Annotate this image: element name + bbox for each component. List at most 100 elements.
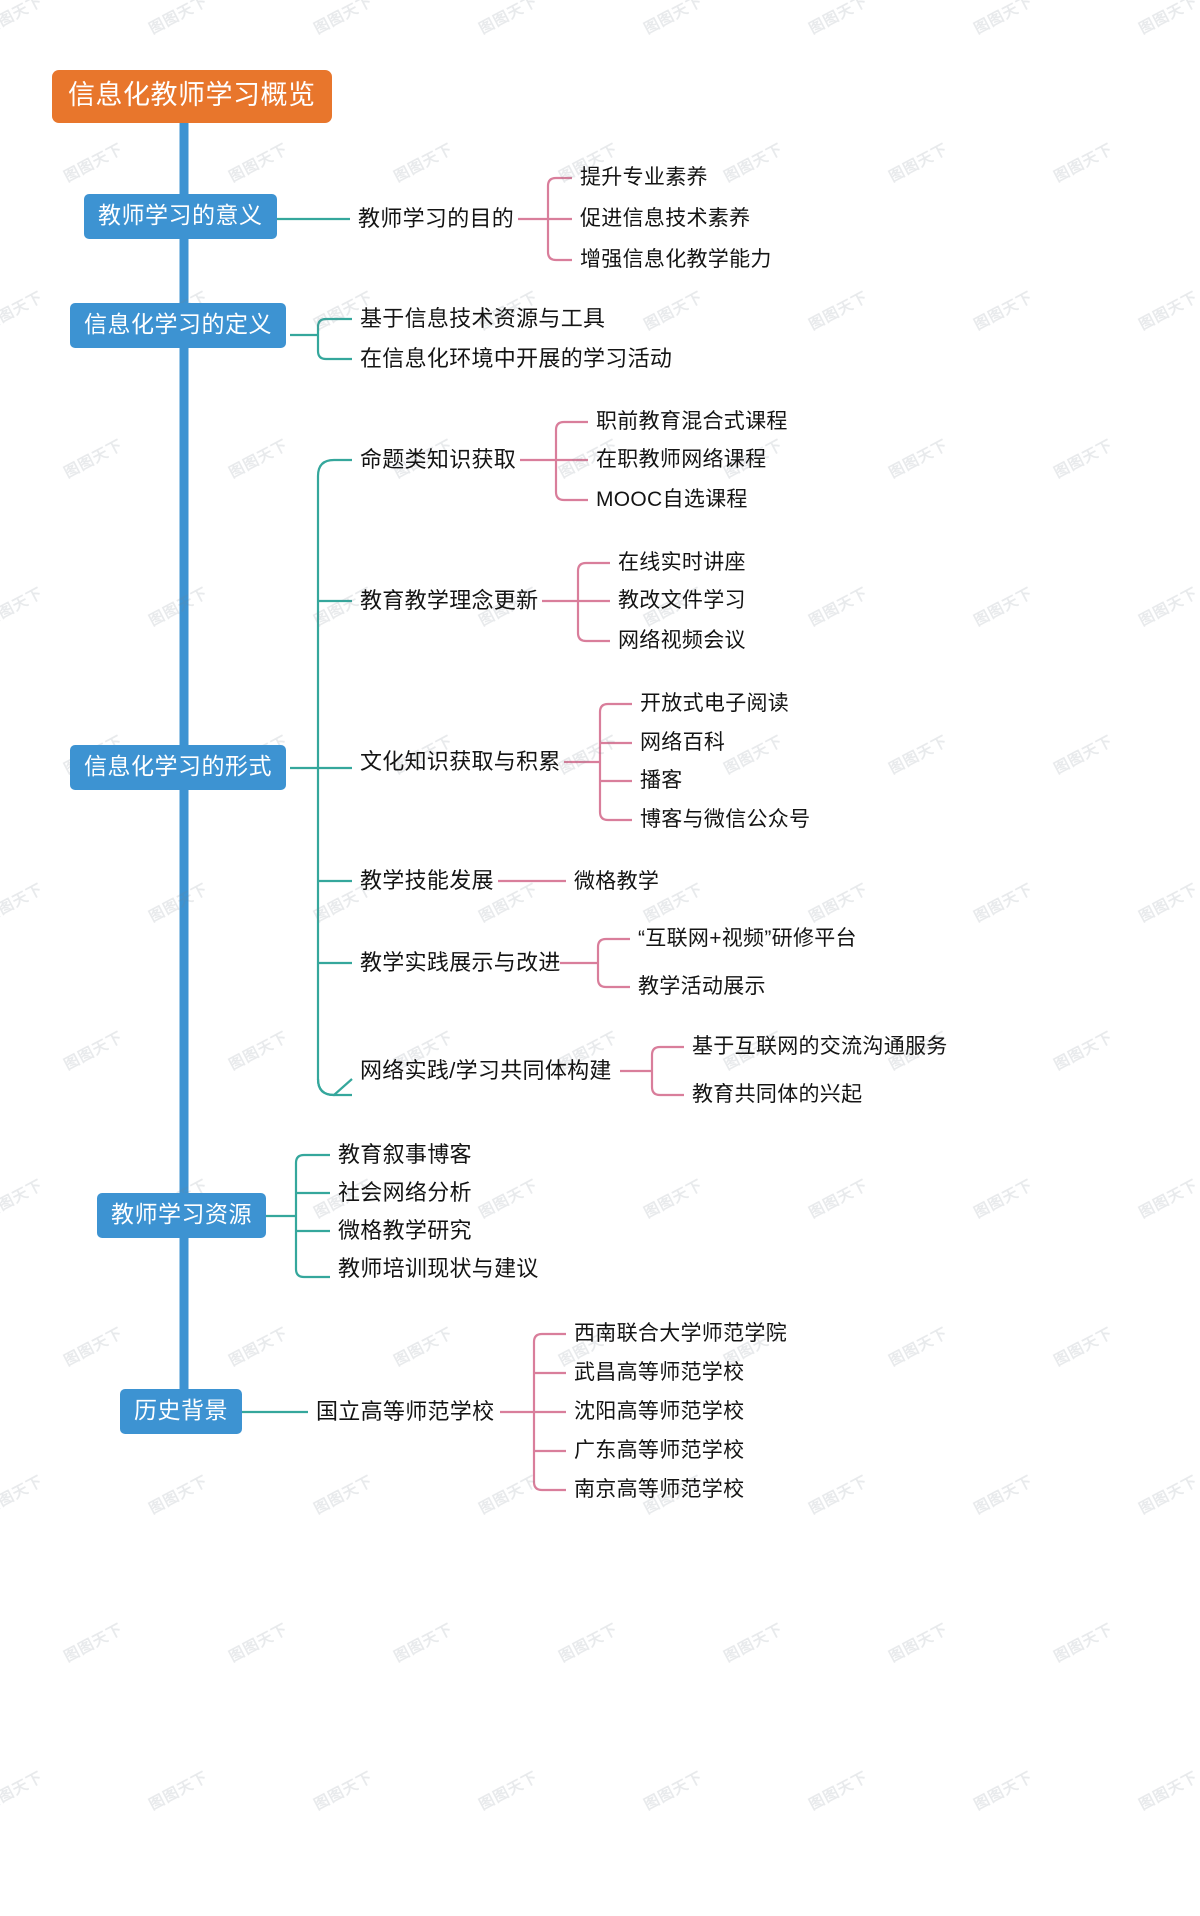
watermark: 图图天下 — [476, 1768, 541, 1814]
watermark: 图图天下 — [886, 1620, 951, 1666]
watermark: 图图天下 — [806, 1768, 871, 1814]
leaf-blog-and-wechat-official-account[interactable]: 博客与微信公众号 — [640, 808, 811, 831]
leaf-improve-professionalism[interactable]: 提升专业素养 — [580, 166, 708, 189]
watermark: 图图天下 — [476, 1472, 541, 1518]
topic-national-higher-normal-school[interactable]: 国立高等师范学校 — [316, 1399, 495, 1424]
leaf-shenyang-higher-normal-school[interactable]: 沈阳高等师范学校 — [574, 1400, 745, 1423]
watermark: 图图天下 — [1136, 0, 1200, 38]
watermark: 图图天下 — [146, 0, 211, 38]
leaf-internet-plus-video-platform[interactable]: “互联网+视频”研修平台 — [638, 927, 857, 950]
watermark: 图图天下 — [971, 1768, 1036, 1814]
watermark: 图图天下 — [146, 880, 211, 926]
branch-node-teacher-learning-significance[interactable]: 教师学习的意义 — [84, 194, 277, 239]
watermark: 图图天下 — [556, 1620, 621, 1666]
watermark: 图图天下 — [1051, 1620, 1116, 1666]
watermark: 图图天下 — [61, 436, 126, 482]
root-node[interactable]: 信息化教师学习概览 — [52, 70, 332, 123]
watermark: 图图天下 — [806, 288, 871, 334]
watermark: 图图天下 — [1051, 436, 1116, 482]
watermark: 图图天下 — [1051, 1028, 1116, 1074]
branch-node-teacher-learning-resources[interactable]: 教师学习资源 — [97, 1193, 266, 1238]
watermark: 图图天下 — [1051, 140, 1116, 186]
leaf-open-electronic-reading[interactable]: 开放式电子阅读 — [640, 692, 790, 715]
topic-teaching-philosophy-update[interactable]: 教育教学理念更新 — [360, 588, 539, 613]
watermark: 图图天下 — [61, 1028, 126, 1074]
leaf-enhance-informatized-teaching[interactable]: 增强信息化教学能力 — [580, 248, 772, 271]
watermark: 图图天下 — [226, 140, 291, 186]
topic-educational-narrative-blog[interactable]: 教育叙事博客 — [338, 1142, 472, 1167]
topic-based-on-it-resources-tools[interactable]: 基于信息技术资源与工具 — [360, 306, 606, 331]
watermark: 图图天下 — [641, 1768, 706, 1814]
watermark: 图图天下 — [971, 0, 1036, 38]
leaf-internet-based-communication-service[interactable]: 基于互联网的交流沟通服务 — [692, 1035, 948, 1058]
branch-node-historical-background[interactable]: 历史背景 — [120, 1389, 242, 1434]
watermark: 图图天下 — [721, 732, 786, 778]
leaf-inservice-online-course[interactable]: 在职教师网络课程 — [596, 448, 767, 471]
topic-network-practice-learning-community[interactable]: 网络实践/学习共同体构建 — [360, 1058, 612, 1083]
topic-cultural-knowledge-accumulation[interactable]: 文化知识获取与积累 — [360, 749, 561, 774]
watermark: 图图天下 — [226, 436, 291, 482]
watermark: 图图天下 — [146, 584, 211, 630]
leaf-rise-of-education-community[interactable]: 教育共同体的兴起 — [692, 1083, 863, 1106]
watermark: 图图天下 — [971, 1472, 1036, 1518]
watermark: 图图天下 — [0, 1472, 46, 1518]
watermark: 图图天下 — [391, 140, 456, 186]
topic-teaching-skill-development[interactable]: 教学技能发展 — [360, 868, 494, 893]
leaf-online-video-conference[interactable]: 网络视频会议 — [618, 629, 746, 652]
leaf-mooc-elective-course[interactable]: MOOC自选课程 — [596, 488, 748, 511]
leaf-podcast[interactable]: 播客 — [640, 769, 683, 792]
branch-node-informatized-learning-forms[interactable]: 信息化学习的形式 — [70, 745, 286, 790]
leaf-guangdong-higher-normal-school[interactable]: 广东高等师范学校 — [574, 1439, 745, 1462]
watermark: 图图天下 — [806, 0, 871, 38]
leaf-promote-it-literacy[interactable]: 促进信息技术素养 — [580, 207, 751, 230]
topic-teacher-training-status-suggestions[interactable]: 教师培训现状与建议 — [338, 1256, 539, 1281]
topic-social-network-analysis[interactable]: 社会网络分析 — [338, 1180, 472, 1205]
leaf-preservice-blended-course[interactable]: 职前教育混合式课程 — [596, 410, 788, 433]
watermark: 图图天下 — [0, 880, 46, 926]
topic-microteaching-research[interactable]: 微格教学研究 — [338, 1218, 472, 1243]
watermark: 图图天下 — [146, 1768, 211, 1814]
watermark: 图图天下 — [806, 880, 871, 926]
watermark: 图图天下 — [1051, 1324, 1116, 1370]
watermark: 图图天下 — [226, 1324, 291, 1370]
leaf-southwest-associated-university-normal-college[interactable]: 西南联合大学师范学院 — [574, 1322, 787, 1345]
watermark: 图图天下 — [556, 732, 621, 778]
watermark: 图图天下 — [0, 0, 46, 38]
watermark: 图图天下 — [391, 1324, 456, 1370]
watermark: 图图天下 — [1136, 288, 1200, 334]
watermark: 图图天下 — [0, 1768, 46, 1814]
watermark: 图图天下 — [1051, 732, 1116, 778]
watermark: 图图天下 — [226, 1028, 291, 1074]
watermark: 图图天下 — [886, 140, 951, 186]
topic-teacher-learning-purpose[interactable]: 教师学习的目的 — [358, 206, 515, 231]
leaf-microteaching[interactable]: 微格教学 — [574, 870, 660, 893]
leaf-online-live-lecture[interactable]: 在线实时讲座 — [618, 551, 746, 574]
watermark: 图图天下 — [0, 288, 46, 334]
watermark: 图图天下 — [971, 288, 1036, 334]
leaf-reform-document-study[interactable]: 教改文件学习 — [618, 589, 746, 612]
watermark: 图图天下 — [971, 584, 1036, 630]
watermark: 图图天下 — [476, 0, 541, 38]
watermark: 图图天下 — [971, 1176, 1036, 1222]
watermark: 图图天下 — [146, 1472, 211, 1518]
watermark: 图图天下 — [1136, 1768, 1200, 1814]
watermark: 图图天下 — [311, 1472, 376, 1518]
watermark: 图图天下 — [61, 1324, 126, 1370]
topic-learning-in-informatized-environment[interactable]: 在信息化环境中开展的学习活动 — [360, 346, 673, 371]
watermark: 图图天下 — [226, 1620, 291, 1666]
topic-propositional-knowledge-acquisition[interactable]: 命题类知识获取 — [360, 447, 517, 472]
leaf-online-encyclopedia[interactable]: 网络百科 — [640, 731, 726, 754]
watermark: 图图天下 — [476, 1176, 541, 1222]
topic-teaching-practice-display-improvement[interactable]: 教学实践展示与改进 — [360, 950, 561, 975]
leaf-nanjing-higher-normal-school[interactable]: 南京高等师范学校 — [574, 1478, 745, 1501]
watermark: 图图天下 — [0, 1176, 46, 1222]
watermark: 图图天下 — [641, 288, 706, 334]
watermark: 图图天下 — [61, 140, 126, 186]
leaf-wuchang-higher-normal-school[interactable]: 武昌高等师范学校 — [574, 1361, 745, 1384]
watermark: 图图天下 — [311, 1768, 376, 1814]
watermark: 图图天下 — [806, 1176, 871, 1222]
leaf-teaching-activity-display[interactable]: 教学活动展示 — [638, 975, 766, 998]
branch-node-informatized-learning-definition[interactable]: 信息化学习的定义 — [70, 303, 286, 348]
